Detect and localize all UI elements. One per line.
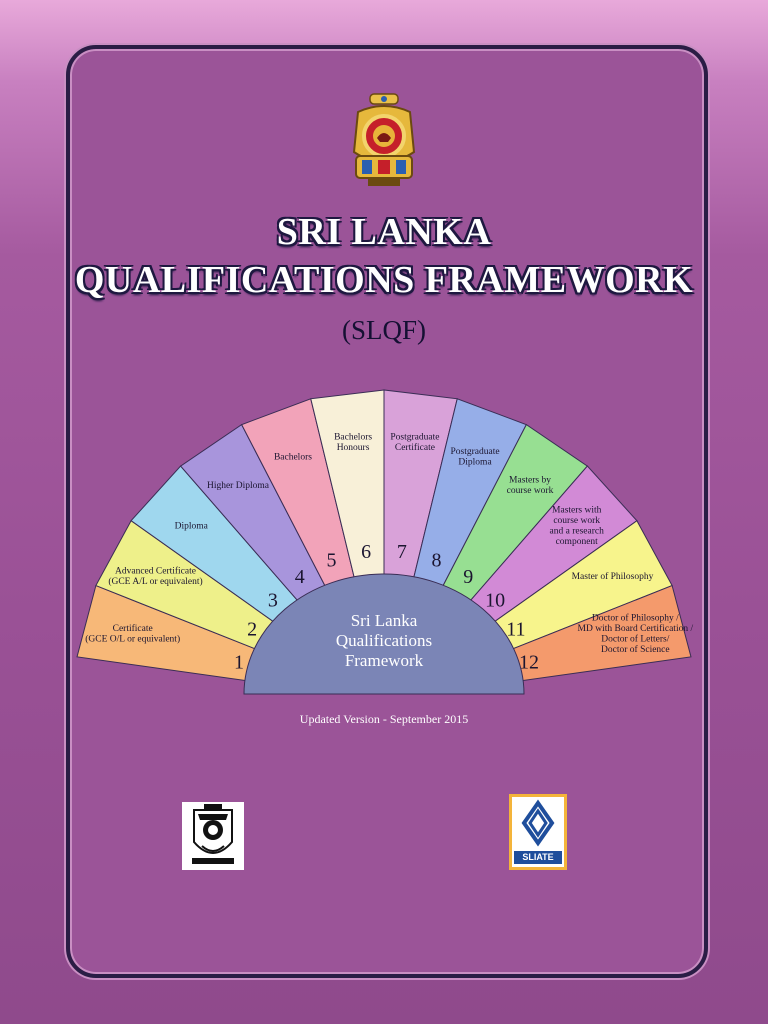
level-label-1: (GCE O/L or equivalent) [85, 634, 180, 645]
level-label-9: course work [507, 486, 554, 496]
level-label-8: Postgraduate [451, 447, 500, 457]
level-label-11: Master of Philosophy [572, 571, 654, 582]
updated-version-note: Updated Version - September 2015 [299, 712, 469, 726]
level-label-10: course work [553, 516, 600, 526]
center-label: Sri Lanka [351, 611, 418, 630]
university-crest-icon [182, 802, 244, 870]
center-label: Framework [345, 651, 424, 670]
center-semicircle [243, 573, 525, 695]
title-line-2: QUALIFICATIONS FRAMEWORK [74, 259, 694, 301]
level-number-9: 9 [463, 566, 473, 588]
level-label-2: Advanced Certificate [115, 566, 196, 577]
level-label-9: Masters by [509, 476, 551, 486]
level-label-3: Diploma [175, 521, 209, 531]
level-label-12: Doctor of Philosophy / [592, 613, 679, 624]
center-label: Qualifications [336, 631, 432, 650]
level-label-12: Doctor of Letters/ [601, 634, 669, 645]
level-number-5: 5 [326, 549, 336, 571]
level-number-7: 7 [397, 541, 407, 563]
level-label-6: Bachelors [334, 433, 372, 443]
level-label-7: Certificate [395, 442, 435, 453]
level-number-8: 8 [432, 549, 442, 571]
level-number-6: 6 [361, 541, 371, 563]
level-label-6: Honours [337, 443, 370, 453]
level-number-4: 4 [295, 566, 305, 588]
level-label-12: MD with Board Certification / [578, 623, 694, 634]
level-number-11: 11 [506, 618, 525, 640]
level-number-1: 1 [234, 652, 244, 674]
level-number-2: 2 [247, 618, 257, 640]
level-number-10: 10 [485, 589, 505, 611]
level-label-8: Diploma [458, 458, 492, 468]
sri-lanka-emblem-icon [352, 93, 416, 186]
level-label-7: Postgraduate [390, 433, 439, 443]
level-label-2: (GCE A/L or equivalent) [108, 576, 202, 587]
title-line-1: SRI LANKA [276, 211, 492, 253]
level-label-12: Doctor of Science [601, 644, 670, 655]
level-label-10: Masters with [552, 506, 602, 516]
level-number-12: 12 [519, 652, 539, 674]
level-number-3: 3 [268, 589, 278, 611]
level-label-5: Bachelors [274, 452, 312, 462]
sliate-diamond-icon [521, 799, 555, 847]
sliate-label: SLIATE [514, 851, 562, 864]
level-label-10: and a research [550, 527, 605, 537]
level-label-1: Certificate [113, 623, 153, 634]
level-label-4: Higher Diploma [207, 481, 270, 491]
level-label-10: component [556, 537, 599, 547]
sliate-logo: SLIATE [509, 794, 567, 870]
abbreviation-subtitle: (SLQF) [341, 315, 426, 345]
